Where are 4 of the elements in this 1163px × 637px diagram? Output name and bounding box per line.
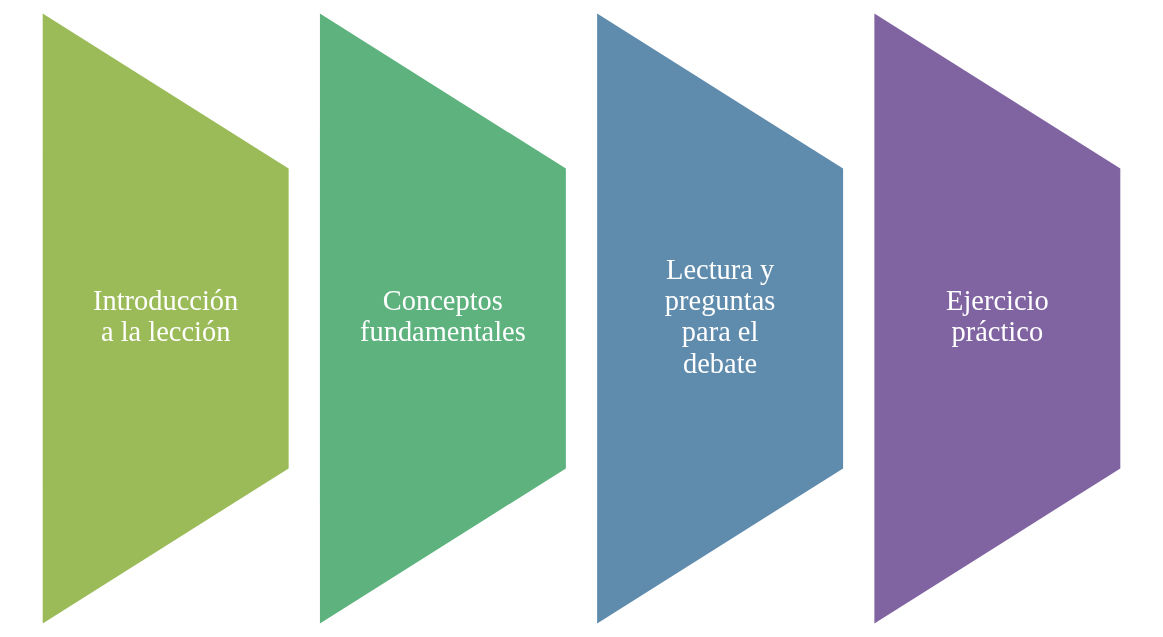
node-box: Ejercicio práctico [874, 13, 1121, 624]
node-box: Lectura y preguntas para el debate [597, 13, 844, 624]
node-box: Conceptos fundamentales [319, 13, 566, 624]
node-box: Introducción a la lección [42, 13, 289, 624]
